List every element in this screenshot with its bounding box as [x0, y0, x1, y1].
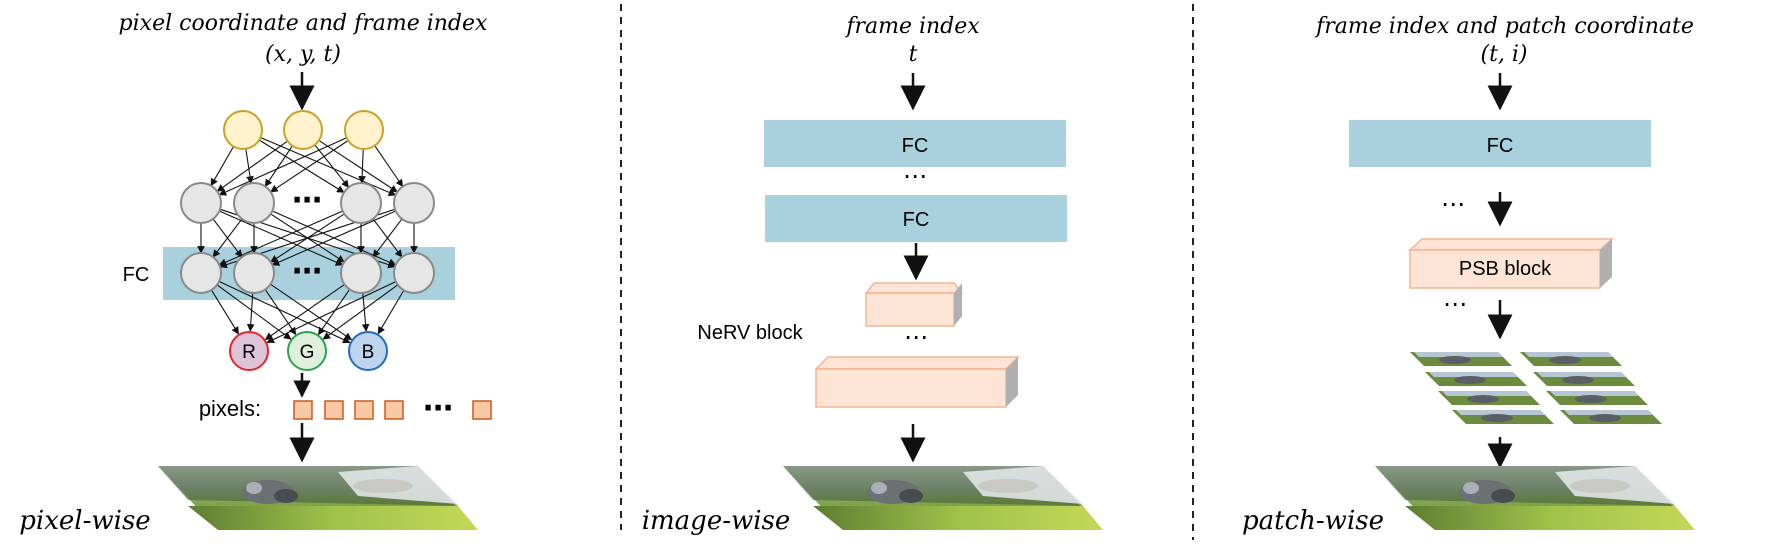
output-label-b: B [362, 342, 375, 363]
patch-header: frame index and patch coordinate [1314, 14, 1694, 39]
patch-tile [1533, 372, 1635, 386]
pixel-frame-image [158, 466, 478, 530]
image-block-ellipsis: ⋯ [904, 323, 928, 351]
patch-wise-panel: frame index and patch coordinate (t, i) … [1242, 14, 1695, 536]
network-edge [322, 283, 399, 340]
hidden-node [340, 182, 382, 224]
network-edge [245, 148, 254, 184]
hidden-ellipsis: ⋯ [292, 183, 322, 218]
network-edge [374, 145, 404, 188]
nerv-block-small [865, 292, 955, 327]
patch-tile [1425, 372, 1527, 386]
image-fc-label-2: FC [903, 209, 930, 231]
image-input: t [909, 42, 918, 67]
hidden-node [180, 182, 222, 224]
network-edge [210, 146, 235, 187]
output-label-r: R [242, 342, 256, 363]
image-header: frame index [844, 14, 980, 39]
pixel-caption: pixel-wise [19, 506, 150, 536]
hidden-node [180, 252, 222, 294]
network-edge [318, 139, 398, 193]
patch-fc-label: FC [1487, 135, 1514, 157]
network-edge [264, 288, 297, 336]
input-node [283, 110, 323, 150]
hidden-node [393, 182, 435, 224]
network-edge [264, 145, 293, 188]
network-edge [271, 210, 397, 266]
network-edge [361, 291, 370, 332]
patch-grid [1410, 352, 1662, 424]
network-edge [246, 291, 255, 332]
patch-tile [1520, 352, 1622, 366]
network-edge [269, 283, 353, 341]
input-node [223, 110, 263, 150]
psb-block [1409, 249, 1601, 289]
pixels-label: pixels: [199, 396, 261, 421]
pixel-square [293, 400, 313, 420]
output-label-g: G [300, 342, 315, 363]
image-fc-layer-2 [765, 195, 1067, 242]
patch-caption: patch-wise [1242, 506, 1384, 536]
image-frame-image [783, 466, 1103, 530]
network-edge [210, 288, 239, 335]
network-edge [317, 288, 351, 336]
image-fc-ellipsis: ⋯ [903, 162, 927, 190]
nerv-block-large [815, 368, 1007, 408]
hidden-ellipsis: ⋯ [292, 254, 322, 289]
patch-fc-layer [1349, 120, 1651, 167]
hidden-node [393, 252, 435, 294]
output-node-r [229, 331, 269, 371]
patch-tile [1560, 410, 1662, 424]
psb-block-label: PSB block [1459, 258, 1552, 280]
image-fc-layer-1 [764, 120, 1066, 167]
network-edge [218, 137, 347, 196]
pixel-header: pixel coordinate and frame index [119, 11, 488, 36]
network-edge [358, 148, 366, 184]
network-edge [266, 280, 398, 343]
patch-tile [1546, 391, 1648, 405]
patch-block-ellipsis: ⋯ [1443, 290, 1467, 318]
network-edge [260, 136, 397, 196]
pixels-ellipsis: ⋯ [423, 391, 453, 426]
network-edge [218, 210, 344, 266]
hidden-node [233, 252, 275, 294]
network-edge [258, 139, 345, 193]
pixel-wise-panel: pixel coordinate and frame index (x, y, … [19, 11, 492, 536]
patch-tile [1438, 391, 1540, 405]
hidden-node [340, 252, 382, 294]
network-edge [216, 140, 288, 192]
pixel-square [354, 400, 374, 420]
pixel-fc-label: FC [123, 264, 150, 286]
network-edge [270, 140, 349, 193]
pixel-input: (x, y, t) [265, 42, 341, 67]
network-edge [314, 144, 350, 188]
patch-frame-image [1375, 466, 1695, 530]
network-edge [212, 217, 243, 258]
nerv-block-label: NeRV block [697, 322, 803, 344]
image-caption: image-wise [642, 506, 791, 536]
network-connections [197, 136, 418, 344]
patch-tile [1410, 352, 1512, 366]
image-wise-panel: frame index t FC ⋯ FC ⋯ NeRV block image… [642, 14, 1103, 536]
patch-tile [1452, 410, 1554, 424]
patch-fc-ellipsis: ⋯ [1441, 190, 1465, 218]
network-edge [264, 283, 346, 341]
image-fc-label-1: FC [902, 135, 929, 157]
pixel-square [324, 400, 344, 420]
output-node-b [348, 331, 388, 371]
network-edge [377, 289, 405, 335]
output-node-g [287, 331, 327, 371]
patch-input: (t, i) [1480, 42, 1527, 67]
pixel-square [472, 400, 492, 420]
network-edge [372, 217, 403, 258]
hidden-node [233, 182, 275, 224]
input-node [344, 110, 384, 150]
pixel-square [384, 400, 404, 420]
